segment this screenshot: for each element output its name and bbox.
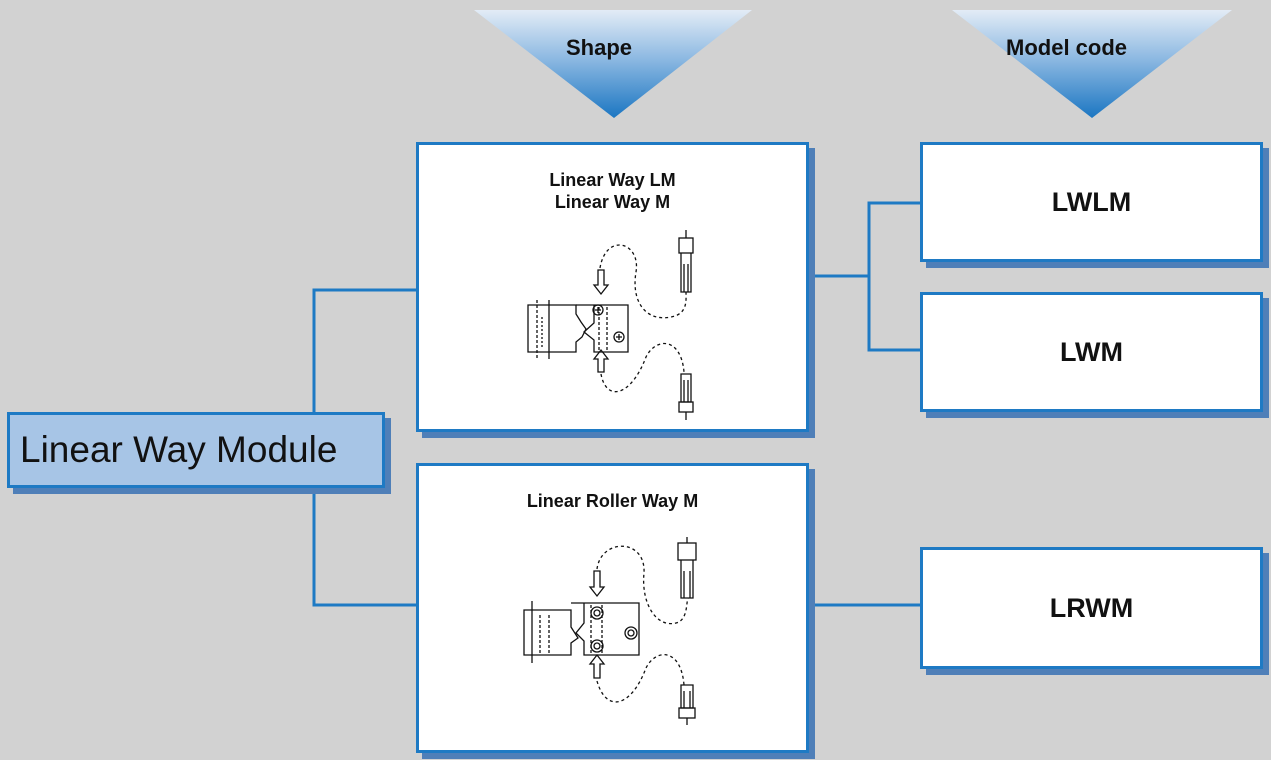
root-node: Linear Way Module xyxy=(7,412,385,488)
shape-title-line-1: Linear Roller Way M xyxy=(526,491,699,511)
shape-title-line-1: Linear Way LM xyxy=(549,170,676,190)
model-code-box-lwlm: LWLM xyxy=(920,142,1263,262)
model-code-lrwm: LRWM xyxy=(1049,592,1134,623)
linear-way-module-drawing xyxy=(527,230,694,420)
connector-root-to-shape-2 xyxy=(312,488,419,607)
shape-header-arrow xyxy=(474,10,752,118)
shape-box-linear-roller-way: Linear Roller Way M xyxy=(416,463,809,753)
model-code-header-arrow xyxy=(952,10,1232,118)
shape-title-line-2: Linear Way M xyxy=(554,192,671,212)
model-code-box-lwm: LWM xyxy=(920,292,1263,412)
model-code-box-lrwm: LRWM xyxy=(920,547,1263,669)
connector-shape-1-to-lwlm xyxy=(806,201,920,278)
model-code-lwlm: LWLM xyxy=(1051,186,1132,217)
root-label: Linear Way Module xyxy=(20,429,338,470)
connector-root-to-shape-1 xyxy=(312,288,419,412)
shape-box-linear-way: Linear Way LM Linear Way M xyxy=(416,142,809,432)
shape-header: Shape xyxy=(566,35,633,60)
model-code-header: Model code xyxy=(1006,35,1128,60)
model-code-lwm: LWM xyxy=(1060,336,1123,367)
connector-shape-1-to-lwm xyxy=(867,276,920,352)
linear-roller-way-module-drawing xyxy=(523,537,697,725)
